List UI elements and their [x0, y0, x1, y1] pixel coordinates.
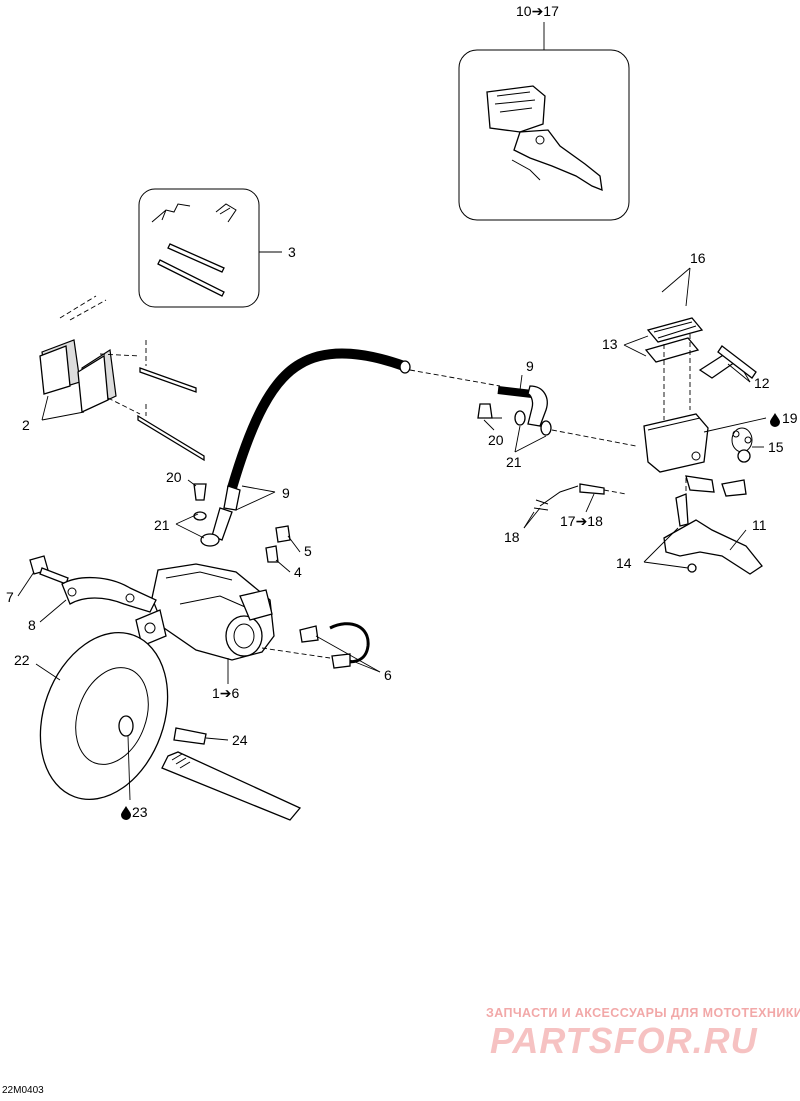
callout-22: 22 — [14, 652, 30, 668]
drawing-code: 22M0403 — [2, 1085, 44, 1096]
callout-20-left: 20 — [166, 469, 182, 485]
callout-9-right: 9 — [526, 358, 534, 374]
callout-1-6: 1➔6 — [212, 685, 240, 701]
caliper-bracket — [29, 555, 157, 613]
callout-box-master-cylinder — [458, 22, 630, 221]
callout-17-18: 17➔18 — [560, 513, 603, 529]
oil-drop-icon — [770, 413, 780, 427]
brake-disc — [39, 631, 302, 821]
callout-21-left: 21 — [154, 517, 170, 533]
callout-4: 4 — [294, 564, 302, 580]
bleeder — [265, 525, 291, 563]
leader-lines — [17, 267, 767, 801]
callout-21-right: 21 — [506, 454, 522, 470]
callout-10-17: 10➔17 — [516, 3, 559, 19]
brake-line — [261, 622, 370, 669]
callout-20-right: 20 — [488, 432, 504, 448]
banjo-fitting — [477, 385, 637, 447]
brake-caliper — [135, 563, 275, 661]
watermark-logo: PARTSFOR.RU — [490, 1020, 758, 1061]
callout-24: 24 — [232, 732, 248, 748]
callout-2: 2 — [22, 417, 30, 433]
callout-box-pins — [138, 188, 282, 308]
callout-15: 15 — [768, 439, 784, 455]
watermark-tagline: ЗАПЧАСТИ И АКСЕССУАРЫ ДЛЯ МОТОТЕХНИКИ — [486, 1006, 800, 1020]
callout-18: 18 — [504, 529, 520, 545]
bolt-and-washers-left — [193, 483, 220, 547]
oil-drop-icon — [121, 806, 131, 820]
callout-9-left: 9 — [282, 485, 290, 501]
callout-5: 5 — [304, 543, 312, 559]
callout-3: 3 — [288, 244, 296, 260]
master-cylinder — [643, 317, 757, 497]
callout-8: 8 — [28, 617, 36, 633]
brake-lever — [663, 478, 763, 575]
callout-7: 7 — [6, 589, 14, 605]
callout-12: 12 — [754, 375, 770, 391]
callout-14: 14 — [616, 555, 632, 571]
callout-16: 16 — [690, 250, 706, 266]
brake-pads — [39, 295, 205, 462]
callout-11: 11 — [752, 517, 767, 533]
callout-23: 23 — [132, 804, 148, 820]
callout-19: 19 — [782, 410, 798, 426]
callout-13: 13 — [602, 336, 618, 352]
brake-switch — [533, 483, 627, 511]
brake-hose — [211, 348, 501, 541]
callout-numbers: 10➔17 3 16 13 12 19 15 9 20 21 17➔18 18 … — [6, 3, 798, 820]
callout-6: 6 — [384, 667, 392, 683]
